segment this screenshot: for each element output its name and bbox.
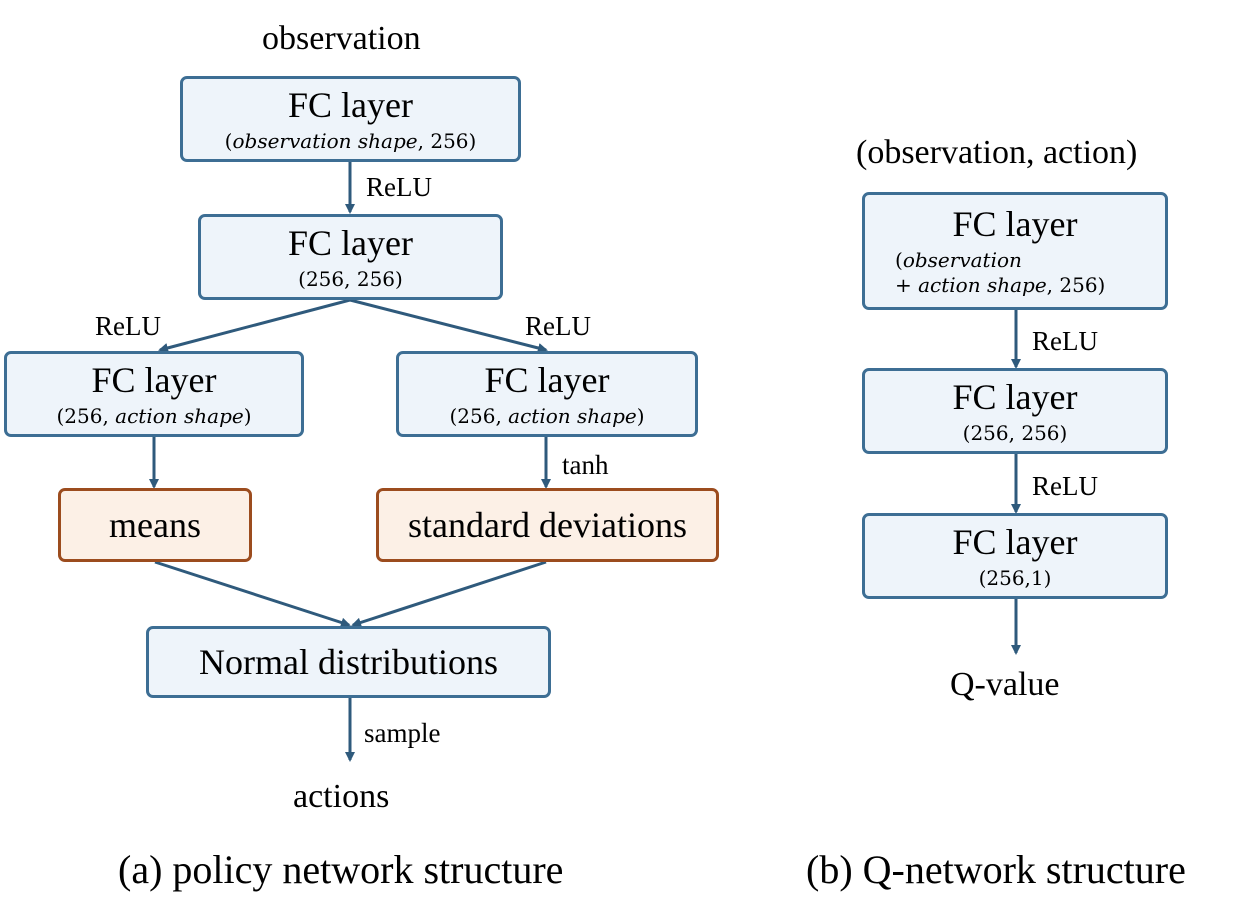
policy-means-label: means xyxy=(109,505,201,545)
policy-relu-label-left: ReLU xyxy=(95,311,161,341)
q-fc-layer-1: FC layer (observation + action shape, 25… xyxy=(862,192,1168,310)
policy-fc-mean-params: (256, action shape) xyxy=(56,403,252,428)
policy-fc1-title: FC layer xyxy=(288,84,413,125)
policy-output-label: actions xyxy=(293,778,390,815)
policy-std-label: standard deviations xyxy=(408,505,687,545)
policy-fc-layer-mean: FC layer (256, action shape) xyxy=(4,351,304,437)
q-fc3-params: (256,1) xyxy=(978,565,1052,590)
q-caption: (b) Q-network structure xyxy=(806,847,1186,892)
q-fc1-params-line1: (observation xyxy=(895,248,1022,272)
policy-fc1-params: (observation shape, 256) xyxy=(224,128,477,153)
arrow-fc2-to-mean xyxy=(158,298,351,353)
policy-std-box: standard deviations xyxy=(376,488,719,562)
policy-fc-layer-std: FC layer (256, action shape) xyxy=(396,351,698,437)
policy-fc-std-params: (256, action shape) xyxy=(449,403,645,428)
q-relu-label-1: ReLU xyxy=(1032,326,1098,356)
policy-input-label: observation xyxy=(262,20,421,57)
q-fc-layer-2: FC layer (256, 256) xyxy=(862,368,1168,454)
q-fc-layer-3: FC layer (256,1) xyxy=(862,513,1168,599)
q-output-label: Q-value xyxy=(950,666,1060,703)
q-fc2-params: (256, 256) xyxy=(962,420,1068,445)
policy-tanh-label: tanh xyxy=(562,450,609,480)
q-input-label: (observation, action) xyxy=(856,134,1138,171)
policy-relu-label-right: ReLU xyxy=(525,311,591,341)
policy-normal-box: Normal distributions xyxy=(146,626,551,698)
arrow-fc2-to-std xyxy=(349,298,548,353)
policy-means-box: means xyxy=(58,488,252,562)
policy-fc-layer-2: FC layer (256, 256) xyxy=(198,214,503,300)
q-fc2-title: FC layer xyxy=(952,376,1078,417)
policy-sample-label: sample xyxy=(364,718,441,748)
policy-fc-mean-title: FC layer xyxy=(91,359,217,400)
q-fc1-params-line2: + action shape, 256) xyxy=(895,273,1106,297)
policy-normal-label: Normal distributions xyxy=(199,642,498,682)
q-fc1-title: FC layer xyxy=(952,204,1078,244)
q-fc1-params: (observation + action shape, 256) xyxy=(895,248,1105,298)
arrow-stds-to-normal xyxy=(351,560,547,628)
policy-fc-std-title: FC layer xyxy=(484,359,610,400)
policy-caption: (a) policy network structure xyxy=(118,847,564,892)
q-fc3-title: FC layer xyxy=(952,521,1078,562)
policy-fc2-params: (256, 256) xyxy=(298,266,403,291)
arrow-means-to-normal xyxy=(154,560,351,628)
policy-fc2-title: FC layer xyxy=(288,222,413,263)
q-relu-label-2: ReLU xyxy=(1032,471,1098,501)
policy-relu-label-1: ReLU xyxy=(366,172,432,202)
policy-fc-layer-1: FC layer (observation shape, 256) xyxy=(180,76,521,162)
